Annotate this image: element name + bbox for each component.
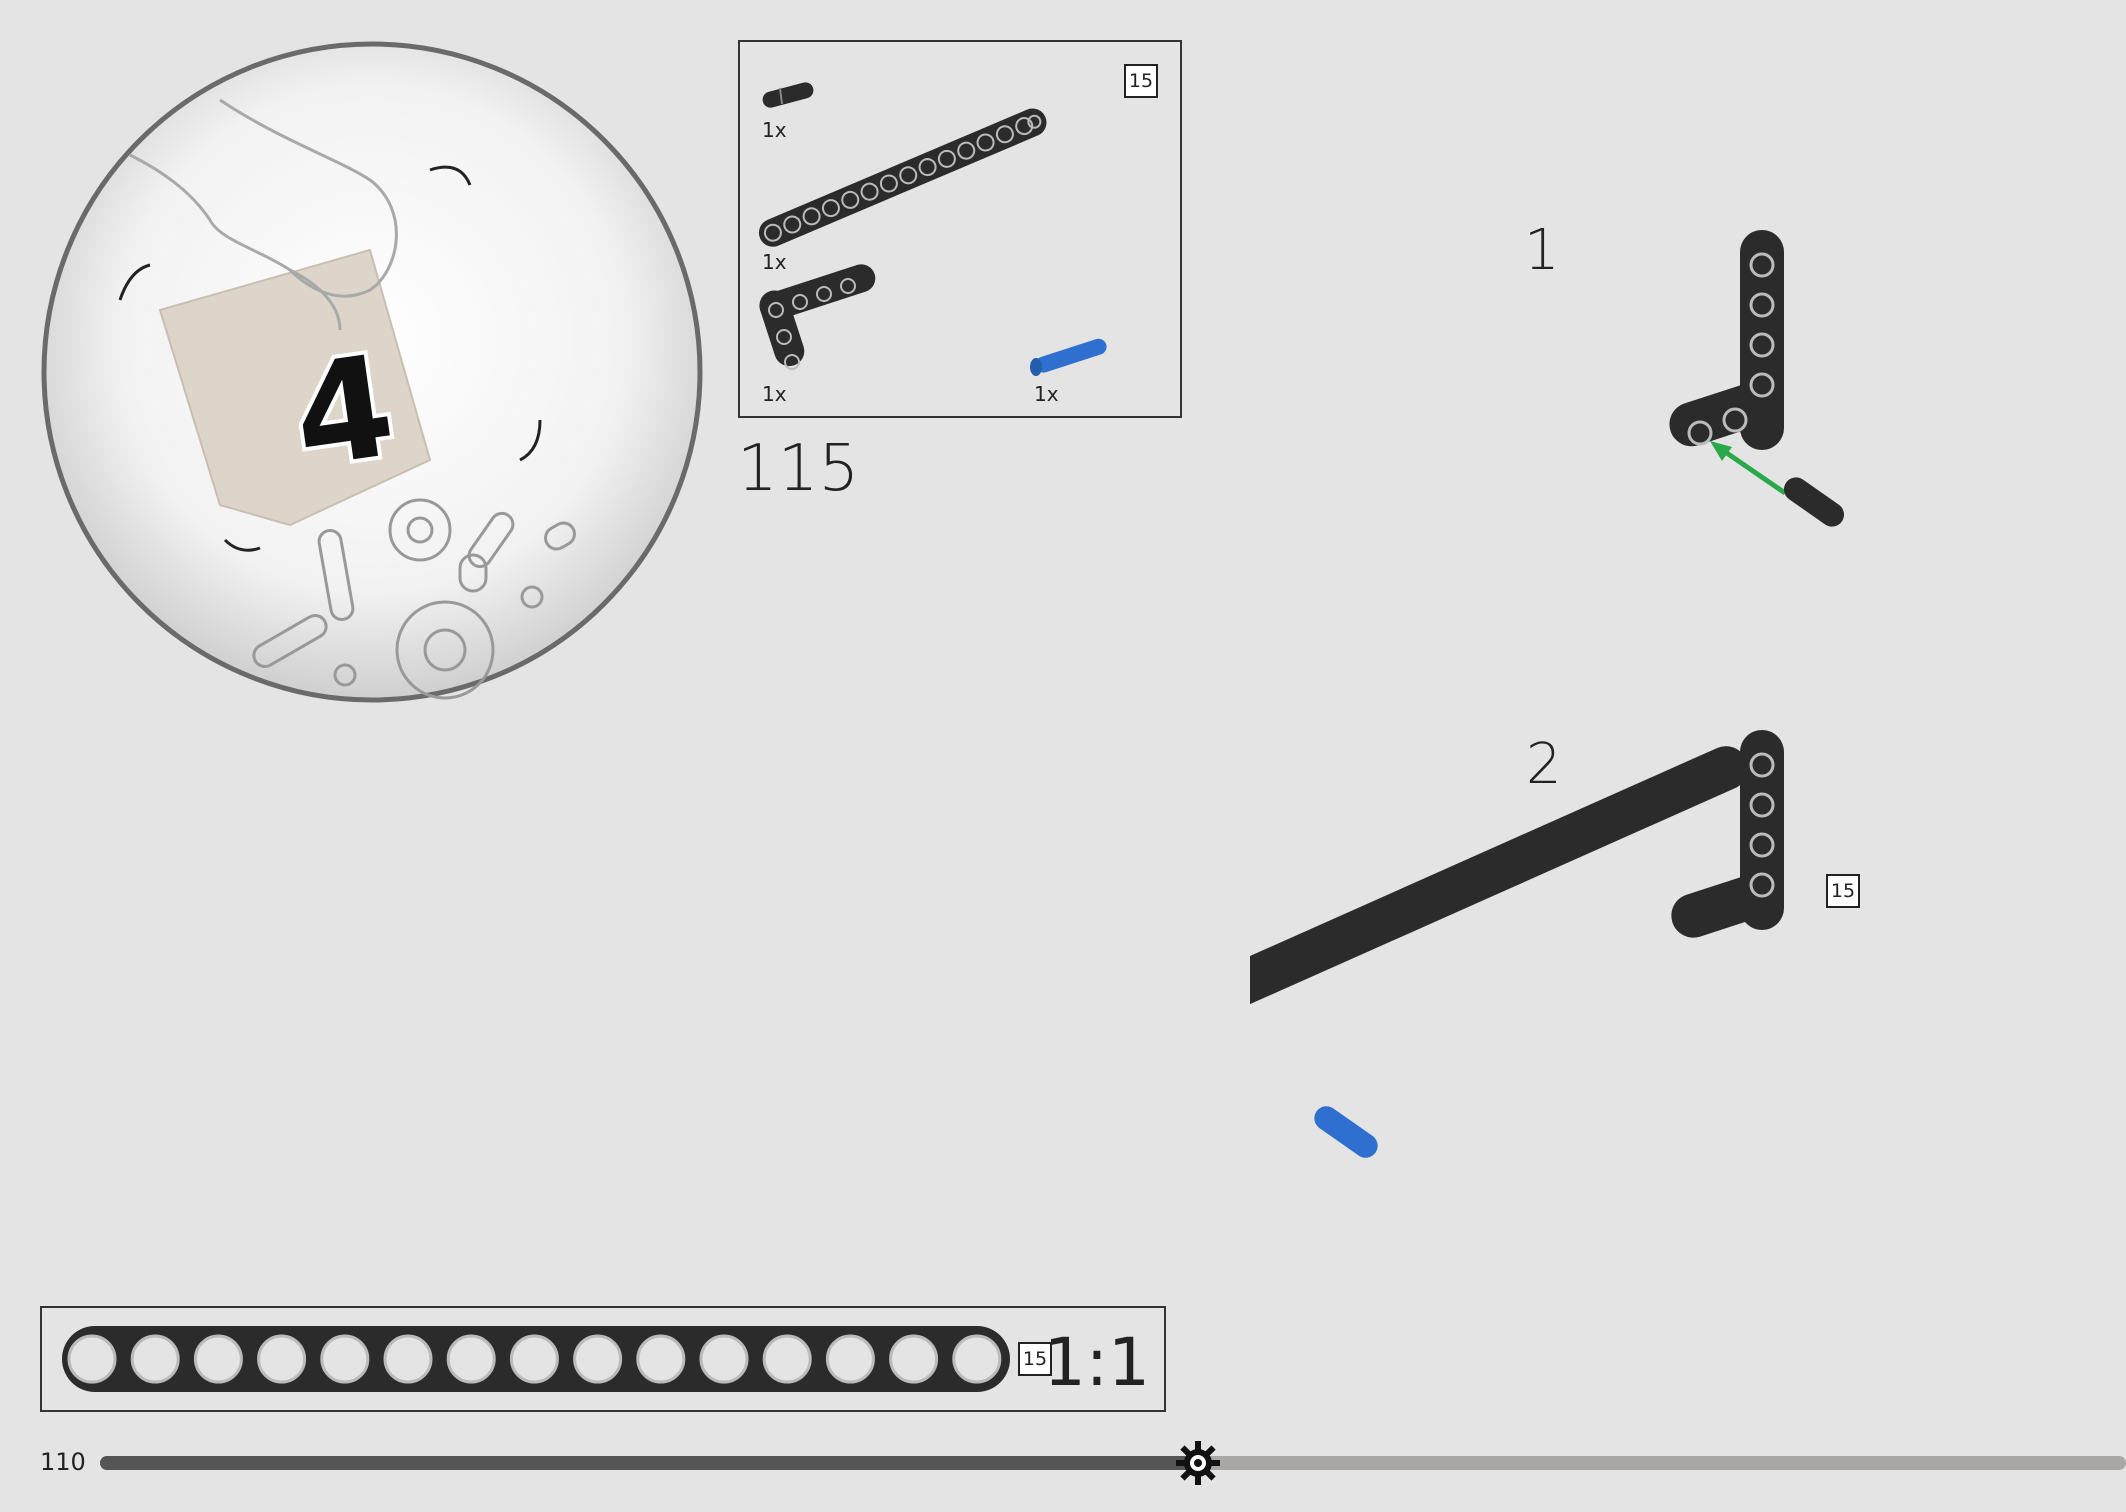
beam-15-part bbox=[758, 108, 1047, 247]
ruler-hole bbox=[825, 1334, 875, 1384]
ruler-hole bbox=[699, 1334, 749, 1384]
parts-drawings bbox=[758, 82, 1107, 376]
l-beam-part bbox=[759, 264, 876, 370]
scale-label: 1:1 bbox=[1043, 1324, 1150, 1401]
ruler-hole bbox=[67, 1334, 117, 1384]
ruler-hole bbox=[130, 1334, 180, 1384]
qty-friction-pin: 1x bbox=[762, 118, 787, 142]
qty-beam-15: 1x bbox=[762, 250, 787, 274]
ruler-hole bbox=[636, 1334, 686, 1384]
ruler-hole bbox=[762, 1334, 812, 1384]
page-number: 110 bbox=[40, 1448, 86, 1476]
ruler-hole bbox=[889, 1334, 939, 1384]
qty-blue-pin: 1x bbox=[1034, 382, 1059, 406]
ruler-length-badge: 15 bbox=[1018, 1342, 1052, 1376]
ruler-hole bbox=[320, 1334, 370, 1384]
gear-icon bbox=[1176, 1441, 1221, 1485]
ruler-hole bbox=[952, 1334, 1002, 1384]
step-number: 115 bbox=[737, 432, 860, 506]
ruler-box: 15 1:1 bbox=[40, 1306, 1166, 1412]
ruler-hole bbox=[509, 1334, 559, 1384]
ruler-hole bbox=[193, 1334, 243, 1384]
progress-bar bbox=[100, 1456, 2126, 1470]
blue-pin-step-2 bbox=[1314, 1106, 1378, 1158]
ruler-hole bbox=[446, 1334, 496, 1384]
sub-step-1-number: 1 bbox=[1524, 218, 1560, 283]
sub-step-2-illustration bbox=[1250, 730, 1784, 1158]
blue-pin-part bbox=[1030, 338, 1107, 376]
bag-illustration: 4 bbox=[41, 41, 703, 703]
progress-fill bbox=[100, 1456, 1199, 1470]
ruler-hole bbox=[573, 1334, 623, 1384]
sub-step-2-length-badge: 15 bbox=[1826, 874, 1860, 908]
sub-step-1-illustration bbox=[1669, 230, 1845, 527]
beam-length-badge: 15 bbox=[1124, 64, 1158, 98]
sub-step-2-number: 2 bbox=[1526, 732, 1562, 797]
parts-list-box: 1x 1x 1x 1x 15 bbox=[738, 40, 1182, 418]
friction-pin-part bbox=[762, 82, 814, 108]
qty-l-beam: 1x bbox=[762, 382, 787, 406]
ruler-hole bbox=[257, 1334, 307, 1384]
ruler-hole bbox=[383, 1334, 433, 1384]
friction-pin-step-1 bbox=[1783, 477, 1845, 527]
ruler-beam-15 bbox=[62, 1326, 1010, 1392]
